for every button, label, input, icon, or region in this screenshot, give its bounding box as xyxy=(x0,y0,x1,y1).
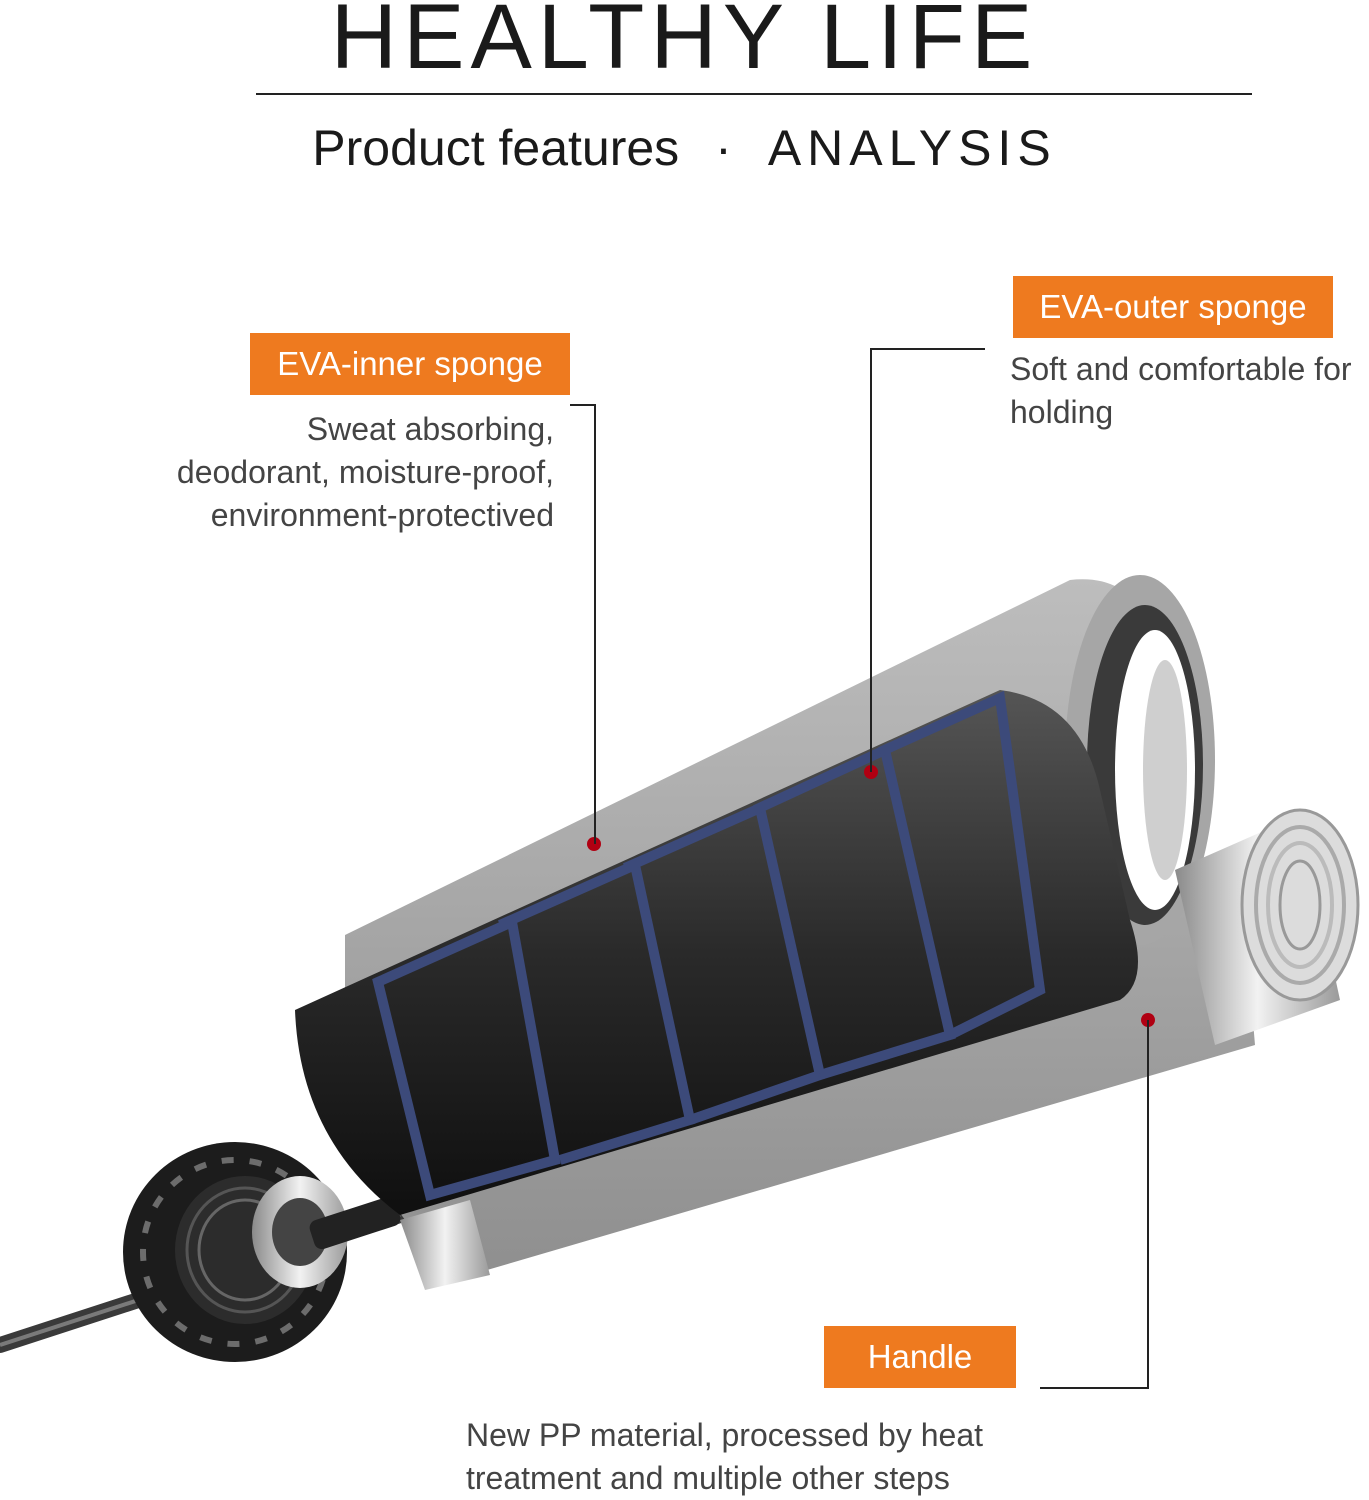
handle-label: Handle xyxy=(824,1326,1016,1388)
subtitle-separator: · xyxy=(715,120,732,176)
page-title: HEALTHY LIFE xyxy=(330,0,1039,88)
handle-desc-line: New PP material, processed by heat xyxy=(466,1417,983,1453)
handle-leader-v xyxy=(1147,1020,1149,1388)
inner-sponge-marker xyxy=(587,837,601,851)
inner-sponge-label: EVA-inner sponge xyxy=(250,333,570,395)
outer-sponge-description: Soft and comfortable for holding xyxy=(1010,348,1369,434)
outer-sponge-leader-h xyxy=(870,348,985,350)
inner-sponge-desc-line: deodorant, moisture-proof, xyxy=(176,454,554,490)
subtitle-right: ANALYSIS xyxy=(767,120,1057,176)
handle-desc-line: treatment and multiple other steps xyxy=(466,1460,950,1496)
inner-sponge-desc-line: Sweat absorbing, xyxy=(306,411,554,447)
inner-sponge-description: Sweat absorbing, deodorant, moisture-pro… xyxy=(100,408,554,537)
outer-sponge-marker xyxy=(864,765,878,779)
inner-sponge-leader-h xyxy=(570,404,596,406)
subtitle-left: Product features xyxy=(312,120,680,176)
end-cap xyxy=(123,1142,401,1362)
outer-sponge-desc-line: holding xyxy=(1010,394,1114,430)
page-subtitle: Product features · ANALYSIS xyxy=(0,116,1369,180)
outer-sponge-leader-v xyxy=(870,348,872,772)
outer-sponge-desc-line: Soft and comfortable for xyxy=(1010,351,1352,387)
title-divider xyxy=(256,93,1252,95)
threaded-insert xyxy=(400,808,1360,1290)
handle-leader-h xyxy=(1040,1387,1149,1389)
inner-sponge-leader-v xyxy=(594,404,596,844)
handle-description: New PP material, processed by heat treat… xyxy=(466,1414,1086,1500)
grip-sponge xyxy=(295,690,1138,1215)
inner-sponge-desc-line: environment-protectived xyxy=(210,497,554,533)
outer-sponge-label: EVA-outer sponge xyxy=(1013,276,1333,338)
